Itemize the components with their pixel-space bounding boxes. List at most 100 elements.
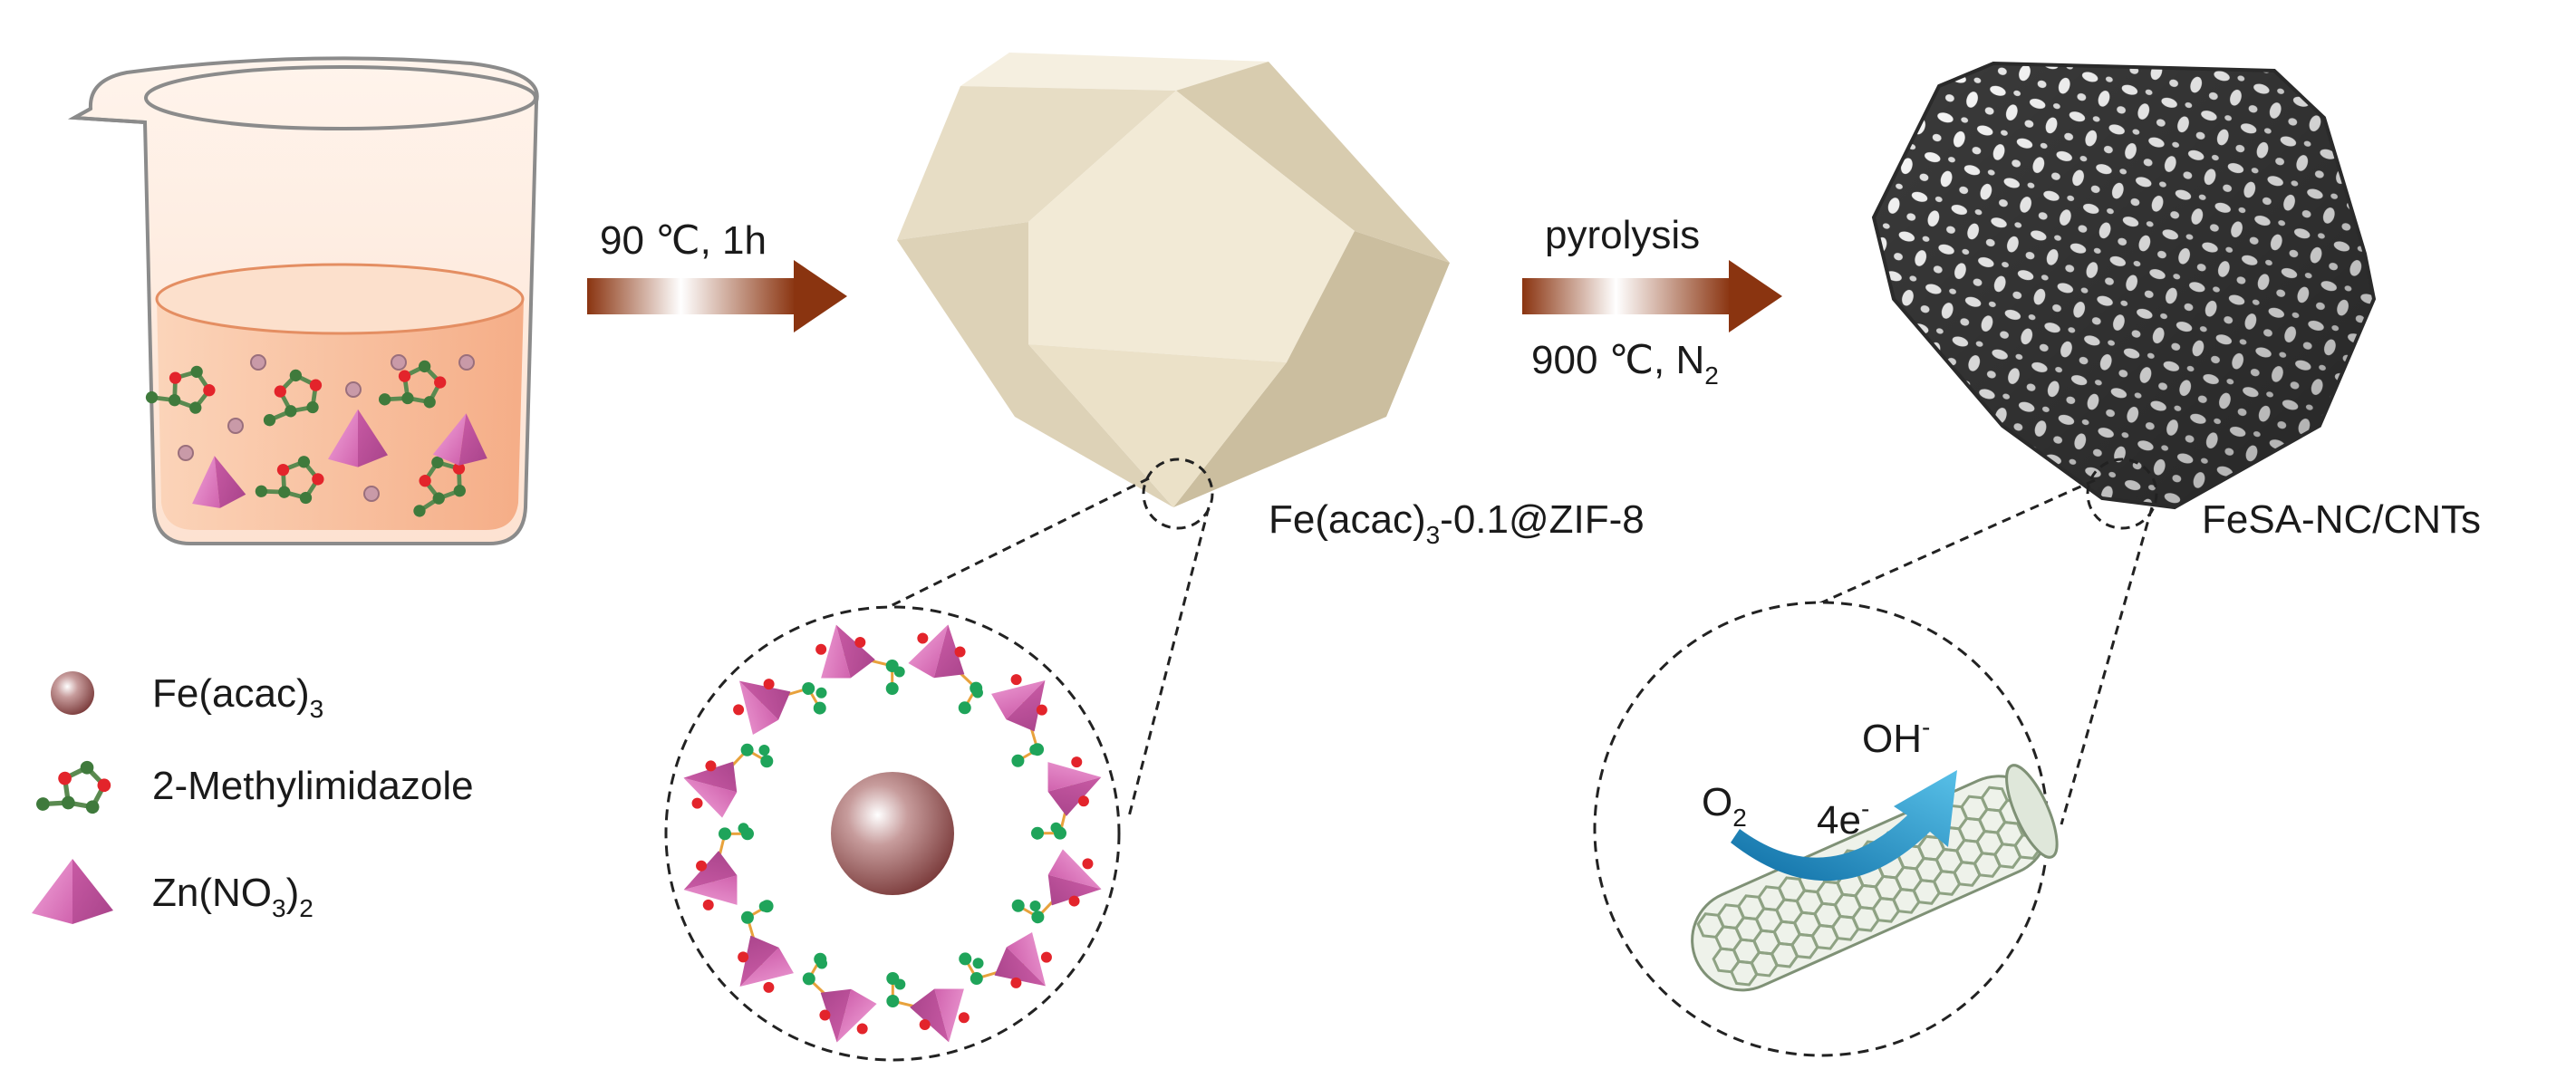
zn-tetrahedron xyxy=(1047,762,1102,816)
fesa-zoom-line-right xyxy=(2060,506,2154,825)
zif8-zoom-line-left xyxy=(756,477,1150,674)
beaker-contents xyxy=(145,354,487,517)
fesa-label: FeSA-NC/CNTs xyxy=(2202,497,2481,542)
oxygen-atom xyxy=(738,951,749,963)
oxygen-atom xyxy=(917,632,929,644)
zif8-zoom-marker xyxy=(1142,458,1214,530)
zn-tetrahedron xyxy=(910,988,964,1043)
zif8-crystal xyxy=(897,53,1450,507)
oxygen-atom xyxy=(854,637,866,649)
fesa-zoom-line-left xyxy=(1770,478,2096,627)
oxygen-atom xyxy=(819,1009,831,1021)
fe-acac-particle xyxy=(250,354,266,371)
fe-acac-particle xyxy=(227,418,244,434)
oxygen-atom xyxy=(763,679,775,690)
orr-reactant-label: O2 xyxy=(1702,780,1747,832)
orr-electrons-label: 4e- xyxy=(1817,795,1869,843)
linker-atom xyxy=(760,755,774,768)
linker-atom xyxy=(972,958,984,969)
oxygen-atom xyxy=(815,643,827,655)
zif8-label: Fe(acac)3-0.1@ZIF-8 xyxy=(1269,497,1645,549)
imidazole-molecule xyxy=(379,360,447,409)
linker-atom xyxy=(893,666,905,678)
orr-product-label: OH- xyxy=(1862,713,1930,761)
linker-atom xyxy=(1011,754,1025,767)
zn-tetrahedron xyxy=(1047,849,1102,906)
oxygen-atom xyxy=(1036,704,1047,716)
linker-atom xyxy=(1030,826,1044,840)
oxygen-atom xyxy=(1077,795,1089,807)
imidazole-molecule xyxy=(36,760,111,814)
step1-condition-label: 90 ℃, 1h xyxy=(600,218,767,263)
fesa-nc-cnt-polyhedron xyxy=(1871,61,2377,510)
oxygen-atom xyxy=(1010,674,1022,686)
imidazole-molecule xyxy=(255,456,324,505)
oxygen-atom xyxy=(705,760,717,772)
fe-acac-particle xyxy=(178,445,194,461)
zn-tetrahedron-icon xyxy=(32,859,113,924)
fe-acac-particle xyxy=(345,381,362,398)
oxygen-atom xyxy=(1010,977,1022,988)
fe-acac-sphere-icon xyxy=(51,671,94,715)
linker-atom xyxy=(816,958,828,969)
fe-acac-encapsulated xyxy=(831,772,954,895)
fe-acac-particle xyxy=(363,486,380,502)
linker-atom xyxy=(758,745,770,756)
oxygen-atom xyxy=(763,981,775,993)
oxygen-atom xyxy=(958,1012,970,1024)
zn-tetrahedron xyxy=(821,624,875,679)
fesa-zoom-marker xyxy=(2086,458,2158,530)
zif8-framework xyxy=(683,624,1102,1043)
linker-atom xyxy=(959,952,972,966)
imidazole-molecule xyxy=(263,369,323,427)
orr-arrow xyxy=(1731,770,1957,882)
linker-atom xyxy=(970,972,983,986)
zn-tetrahedron xyxy=(738,680,791,735)
zif8-zoom-line-right xyxy=(1126,506,1211,821)
fe-acac-particle xyxy=(458,354,475,371)
zn-tetrahedron xyxy=(683,761,738,818)
linker-atom xyxy=(1031,910,1045,924)
step2-top-label: pyrolysis xyxy=(1545,213,1700,257)
zn-tetrahedron xyxy=(192,456,246,508)
beaker xyxy=(68,56,539,545)
zn-tetrahedron xyxy=(432,413,487,466)
legend-label-zn: Zn(NO3)2 xyxy=(152,871,314,922)
zn-tetrahedron xyxy=(739,935,794,987)
oxygen-atom xyxy=(856,1023,868,1035)
oxygen-atom xyxy=(919,1018,931,1030)
linker-atom xyxy=(894,978,906,990)
linker-atom xyxy=(802,972,815,986)
linker-atom xyxy=(802,681,815,695)
linker-atom xyxy=(813,701,826,715)
linker-atom xyxy=(738,823,749,834)
oxygen-atom xyxy=(691,797,703,809)
oxygen-atom xyxy=(733,704,745,716)
legend: Fe(acac)3 2-Methylimidazole Zn(NO3)2 xyxy=(32,671,474,924)
linker-atom xyxy=(885,682,899,696)
linker-atom xyxy=(958,701,971,715)
oxygen-atom xyxy=(702,899,714,910)
legend-label-imidazole: 2-Methylimidazole xyxy=(152,764,474,808)
fe-acac-particle xyxy=(391,354,407,371)
methylimidazole-icon xyxy=(36,760,111,814)
linker-atom xyxy=(1011,899,1025,912)
linker-atom xyxy=(1029,744,1041,756)
oxygen-atom xyxy=(1082,858,1094,870)
linker-atom xyxy=(886,994,900,1007)
linker-atom xyxy=(1050,822,1062,833)
linker-atom xyxy=(740,910,754,924)
zn-tetrahedron xyxy=(328,409,388,467)
arrow-step1 xyxy=(587,260,847,332)
imidazole-molecule xyxy=(413,456,466,517)
oxygen-atom xyxy=(1071,756,1083,768)
imidazole-molecule xyxy=(145,365,216,414)
linker-atom xyxy=(740,743,754,756)
oxygen-atom xyxy=(696,860,708,872)
zn-tetrahedron xyxy=(991,679,1046,732)
linker-atom xyxy=(971,687,983,698)
arrow-step2 xyxy=(1522,260,1782,332)
legend-label-fe: Fe(acac)3 xyxy=(152,671,323,723)
oxygen-atom xyxy=(1040,951,1052,963)
